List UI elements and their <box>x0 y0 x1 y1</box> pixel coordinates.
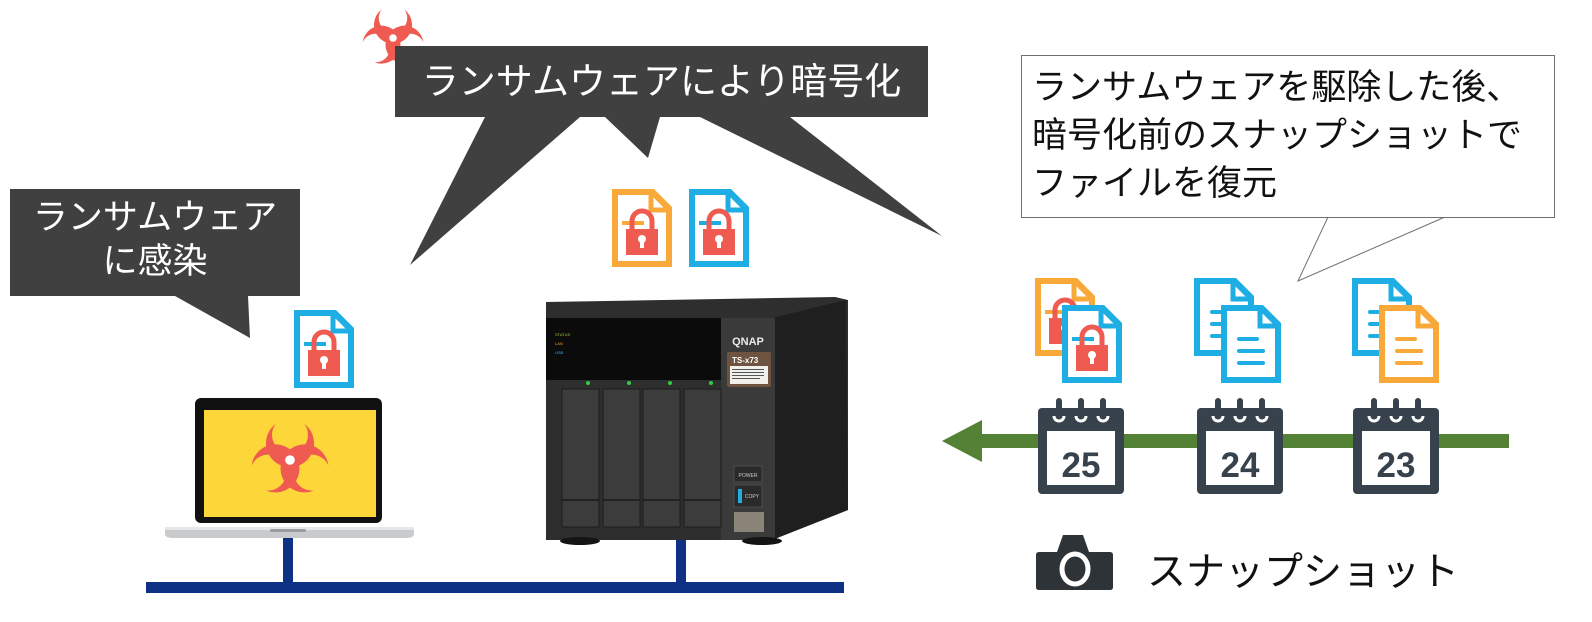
infected-callout-line-1: ランサムウェア <box>32 198 278 238</box>
encrypted-callout-tail-middle <box>605 117 660 158</box>
nas-led-usb: USB <box>555 350 564 355</box>
infected-callout-line-2: に感染 <box>102 242 208 282</box>
calendar-icon[interactable]: 25 <box>1036 396 1126 496</box>
snapshot-legend-label: スナップショット <box>1147 550 1460 595</box>
snapshot-files-24 <box>1194 278 1281 383</box>
encrypted-callout-text: ランサムウェアにより暗号化 <box>421 60 902 103</box>
calendar-icon[interactable]: 24 <box>1195 396 1285 496</box>
encrypted-callout: ランサムウェアにより暗号化 <box>395 46 928 117</box>
snapshot-files-23 <box>1352 278 1439 383</box>
nas-led-lan: LAN <box>555 341 563 346</box>
encrypted-callout-tail-left <box>410 117 580 265</box>
nas-network-drop <box>676 540 686 586</box>
nas-led-status: STATUS <box>555 332 571 337</box>
nas-model-label: TS-x73 <box>732 356 759 365</box>
snapshot-files-25 <box>1035 278 1122 383</box>
restore-callout: ランサムウェアを駆除した後、 暗号化前のスナップショットで ファイルを復元 <box>1021 55 1555 218</box>
nas-device: QNAP TS-x73 STATUS LAN USB POWER COPY <box>546 297 848 545</box>
nas-brand-label: QNAP <box>732 336 764 348</box>
laptop <box>165 398 414 538</box>
restore-callout-line-3: ファイルを復元 <box>1032 164 1278 204</box>
laptop-network-drop <box>283 530 293 586</box>
copy-button-label: COPY <box>745 494 760 500</box>
snapshot-day-label: 23 <box>1377 446 1416 485</box>
encrypted-file-icon <box>612 189 672 267</box>
snapshot-day-label: 24 <box>1221 446 1260 485</box>
encrypted-file-icon <box>689 189 749 267</box>
restore-callout-line-1: ランサムウェアを駆除した後、 <box>1032 68 1522 108</box>
restore-callout-line-2: 暗号化前のスナップショットで <box>1032 116 1523 156</box>
encrypted-callout-tail-right <box>700 117 942 236</box>
calendar-icon[interactable]: 23 <box>1351 396 1441 496</box>
infected-callout-tail <box>175 296 250 338</box>
restore-callout-tail <box>1296 216 1446 282</box>
camera-icon <box>1036 535 1113 590</box>
power-button-label: POWER <box>739 473 758 479</box>
network-bus-line <box>146 582 844 593</box>
infected-callout: ランサムウェア に感染 <box>10 189 300 296</box>
encrypted-file-icon <box>294 310 354 388</box>
timeline-arrow-icon <box>942 420 982 462</box>
snapshot-day-label: 25 <box>1062 446 1101 485</box>
